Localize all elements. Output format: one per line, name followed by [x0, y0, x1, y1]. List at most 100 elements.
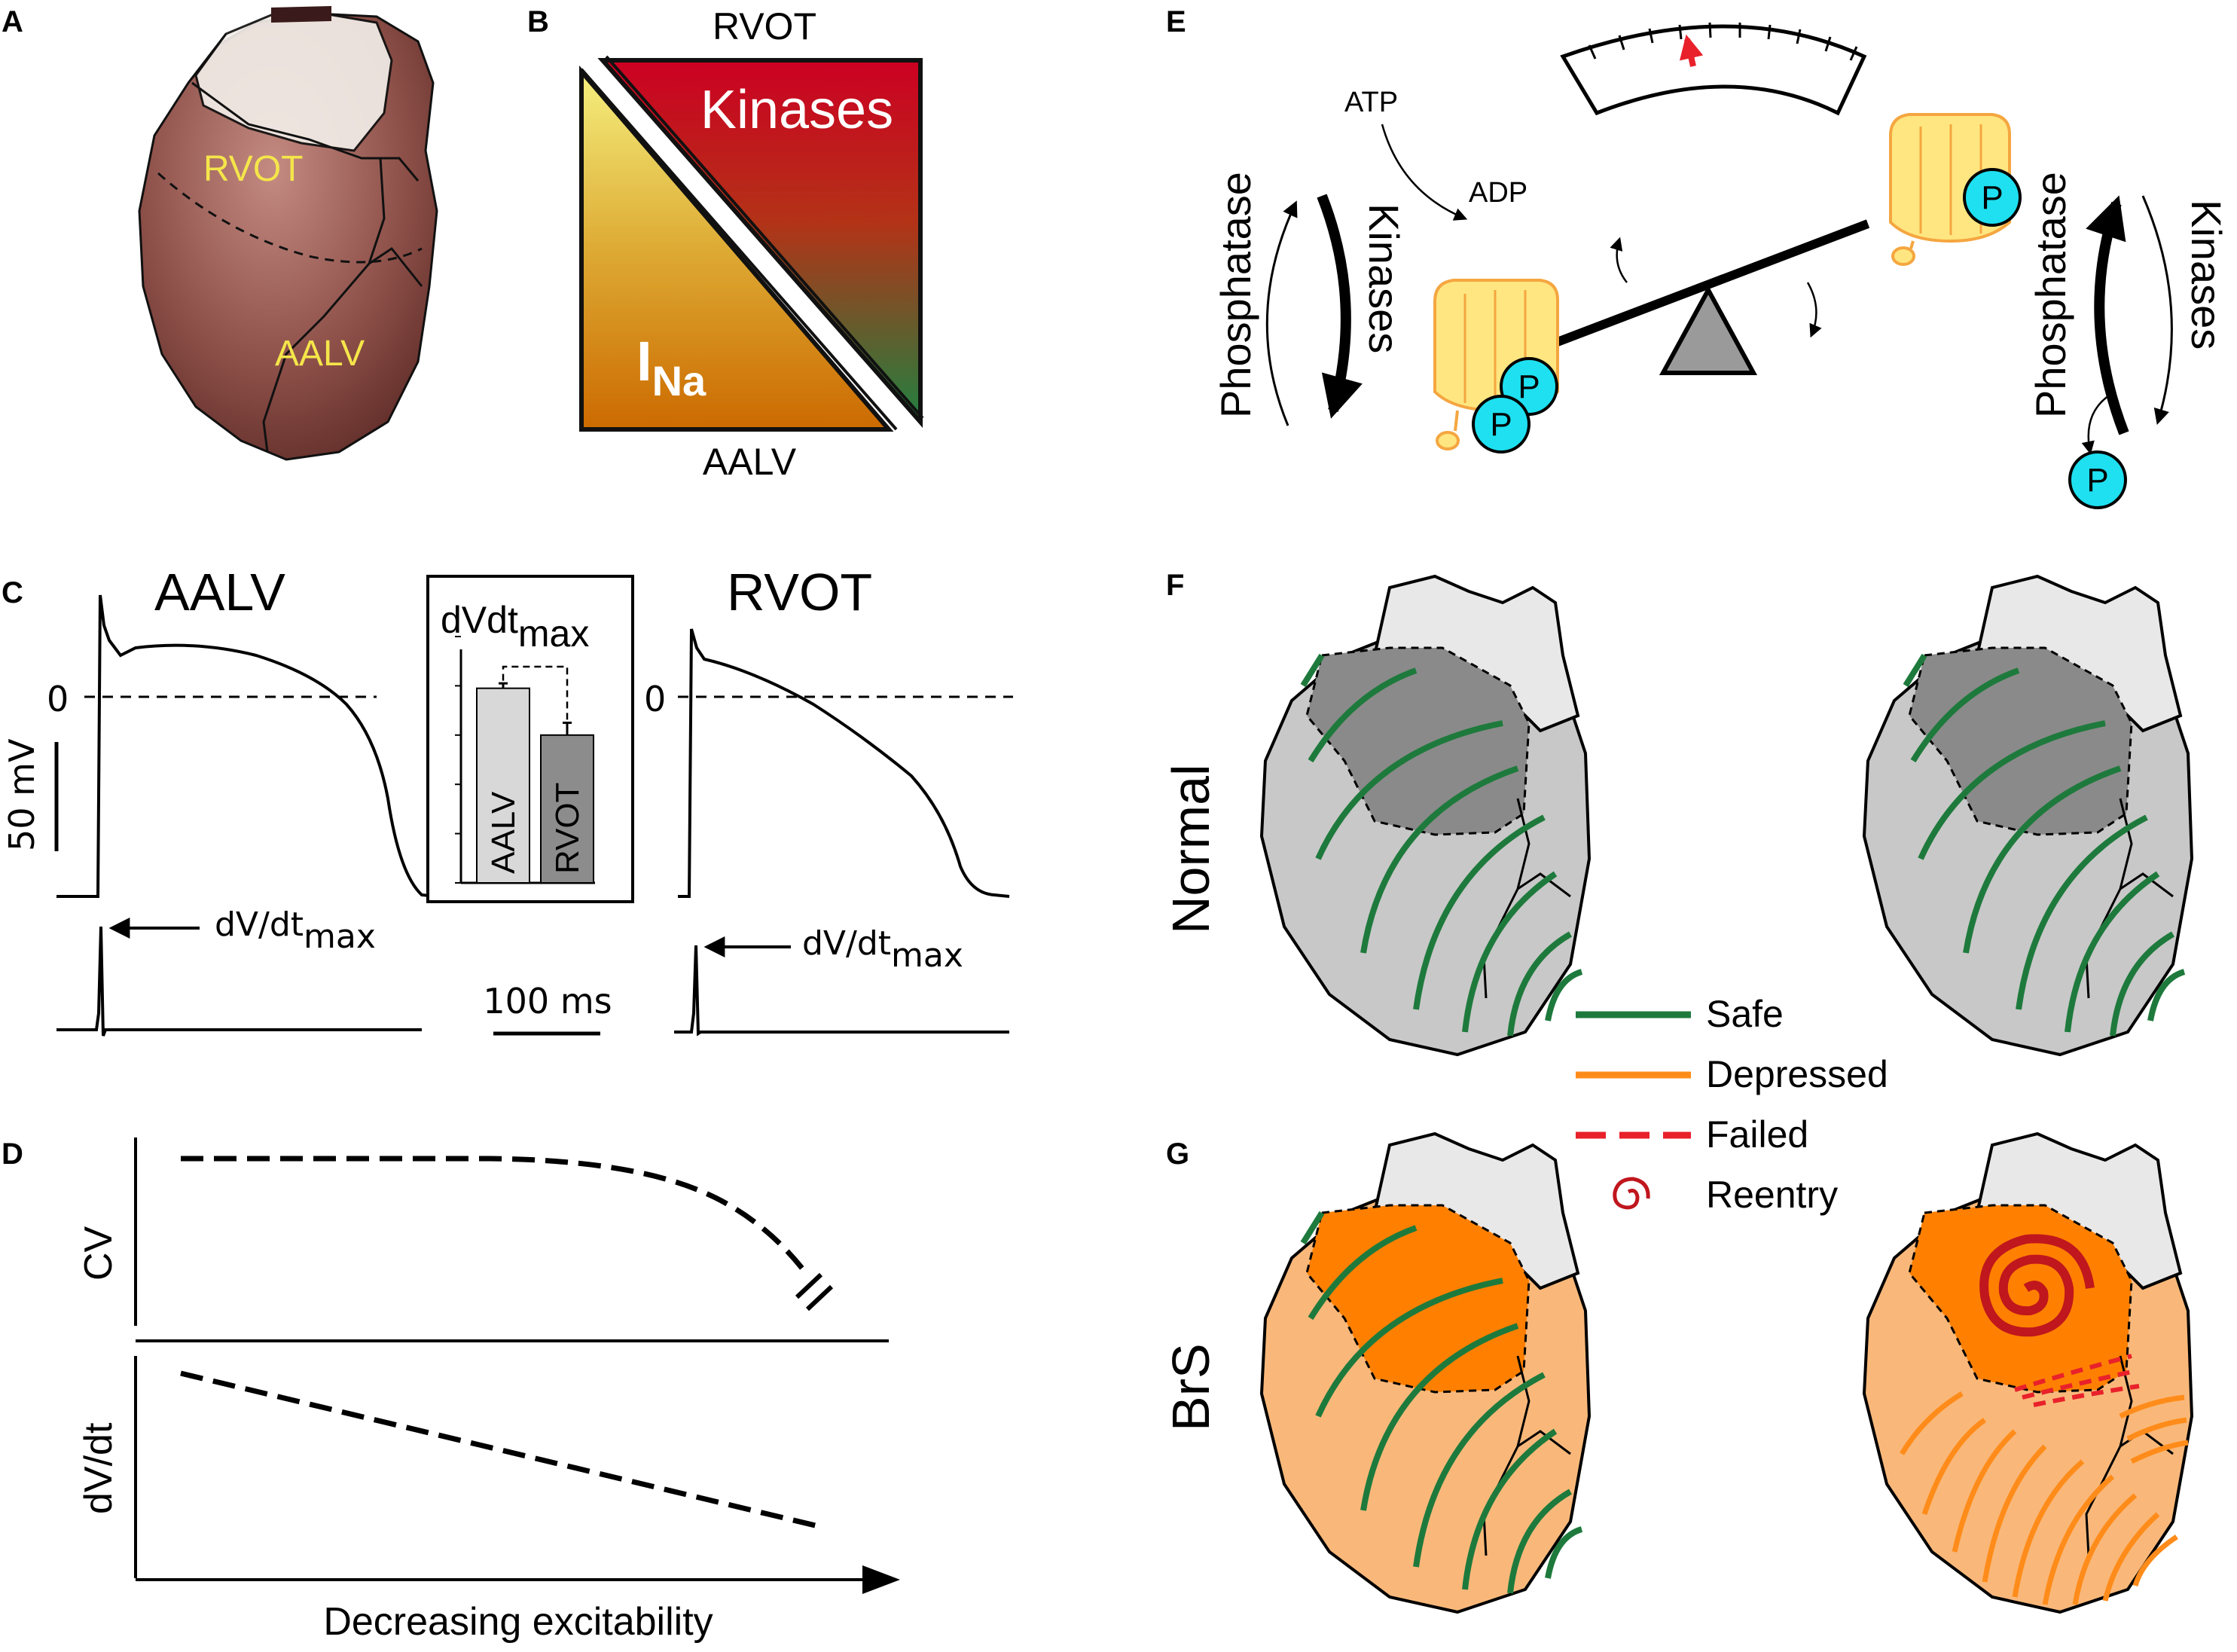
rvot-dvdt-text: dV/dt: [802, 924, 891, 963]
aalv-action-potential: [56, 594, 438, 898]
panel-g: G BrS: [1161, 1131, 2194, 1614]
atp-label: ATP: [1344, 87, 1398, 118]
panel-b-diagonal: [580, 68, 898, 431]
panel-a: A RVOT AALV: [2, 5, 438, 461]
right-kinases-arrow: [2141, 195, 2173, 426]
legend-swatch-reentry: [1613, 1177, 1650, 1210]
panel-g-letter: G: [1166, 1137, 1189, 1171]
wavefronts-safe: [1300, 653, 1583, 1037]
left-kinases-label: Kinases: [1360, 203, 1408, 353]
panel-c-title-rvot: RVOT: [727, 563, 872, 621]
heart-photo: [138, 6, 438, 461]
dvdt-inset-title: dVdtmax: [441, 599, 589, 655]
left-phosphatase-label: Phosphatase: [1212, 172, 1259, 418]
excitability-arrow-head: [862, 1565, 900, 1594]
seesaw-fulcrum: [1659, 285, 1758, 375]
panel-a-aalv-label: AALV: [275, 334, 365, 374]
cv-curve: [181, 1156, 808, 1275]
aalv-dvdt-trace: [56, 926, 422, 1037]
wavefronts-failed: [2014, 1354, 2140, 1407]
panel-d-letter: D: [2, 1137, 23, 1171]
seesaw-rotation-arrow-left: [1610, 237, 1628, 283]
cv-break-mark-1: [795, 1272, 823, 1299]
reentry-spiral: [1979, 1234, 2095, 1337]
left-p1: P: [1518, 368, 1540, 405]
inset-bar-rvot: [540, 734, 594, 884]
right-phosphatase-arrow: [2086, 195, 2129, 435]
inset-bar-aalv: [476, 687, 530, 884]
dvdt-inset-title-text: dVdt: [441, 599, 518, 641]
gauge-ticks: [1588, 22, 1858, 61]
panel-b-ina-main: I: [636, 330, 652, 392]
aalv-dvdt-label: dV/dtmax: [215, 905, 376, 956]
wavefronts-depressed: [1899, 1391, 2189, 1605]
aalv-zero-label: 0: [47, 679, 69, 719]
rvot-zero-label: 0: [644, 679, 666, 719]
legend-label-depressed: Depressed: [1706, 1053, 1888, 1095]
panel-b-kinases-label: Kinases: [700, 80, 893, 140]
channel-left-phosphorylated: P P: [1433, 279, 1559, 453]
panel-g-row-label: BrS: [1161, 1343, 1220, 1431]
heart-brs-right: [1862, 1131, 2194, 1614]
right-p: P: [1981, 179, 2003, 216]
seesaw-rotation-arrow-right: [1806, 282, 1822, 338]
panel-b-ina-triangle: [579, 65, 894, 432]
right-kinases-label: Kinases: [2183, 200, 2230, 350]
adp-label: ADP: [1469, 177, 1527, 209]
rvot-action-potential: [678, 628, 1010, 898]
aalv-dvdt-sub: max: [304, 918, 376, 956]
cv-break-mark-2: [805, 1284, 834, 1312]
rvot-dvdt-label: dV/dtmax: [802, 924, 963, 975]
free-p: P: [2086, 462, 2108, 499]
time-scale-label: 100 ms: [483, 981, 612, 1021]
inset-significance-bracket: [502, 665, 569, 720]
released-phosphate-arrow: [2081, 394, 2110, 455]
panel-c: C AALV RVOT 0 50 mV dV/dtmax 100 ms dVdt…: [2, 563, 1013, 1037]
heart-normal-left: [1259, 574, 1592, 1057]
legend-label-reentry: Reentry: [1706, 1174, 1838, 1216]
panel-b-top-label: RVOT: [713, 5, 816, 47]
rvot-dvdt-trace: [674, 945, 1009, 1037]
free-phosphate: [2068, 450, 2127, 509]
panel-f: F Normal: [1161, 569, 2194, 1057]
excitability-axis-label: Decreasing excitability: [323, 1600, 713, 1644]
panel-b-bottom-label: AALV: [703, 441, 797, 483]
panel-e: E ATP ADP Phosphatase Kinases: [1166, 5, 2230, 509]
right-phosphatase-label: Phosphatase: [2027, 172, 2074, 418]
panel-b: B RVOT Kinases INa AALV: [527, 5, 924, 483]
atp-adp-arrow: [1381, 124, 1468, 221]
panel-b-kinases-triangle: [597, 58, 923, 428]
left-p2: P: [1490, 406, 1512, 443]
voltage-scale-label: 50 mV: [2, 738, 42, 851]
gauge-needle: [1679, 34, 1704, 67]
panel-b-letter: B: [527, 5, 549, 38]
legend-label-failed: Failed: [1706, 1113, 1808, 1156]
channel-right-phosphorylated: P: [1889, 113, 2022, 266]
panel-e-letter: E: [1166, 5, 1186, 38]
panel-f-letter: F: [1166, 569, 1184, 602]
panel-a-rvot-label: RVOT: [203, 149, 303, 189]
panel-c-letter: C: [2, 576, 23, 609]
aalv-dvdt-text: dV/dt: [215, 905, 304, 944]
rvot-dvdt-sub: max: [891, 936, 963, 975]
panel-b-ina-label: INa: [636, 330, 707, 405]
panel-b-ina-sub: Na: [652, 357, 707, 405]
inset-bar-label: RVOT: [549, 783, 586, 874]
balance-gauge: [1560, 24, 1867, 116]
legend-label-safe: Safe: [1706, 993, 1784, 1035]
dvdt-axis-label: dV/dt: [77, 1422, 121, 1514]
left-kinases-arrow: [1317, 194, 1363, 419]
heart-brs-left: [1259, 1131, 1592, 1614]
cv-axis-label: CV: [77, 1226, 121, 1281]
panel-c-title-aalv: AALV: [154, 563, 285, 621]
dvdt-inset-title-sub: max: [518, 612, 589, 655]
left-phosphatase-arrow: [1265, 200, 1298, 426]
panel-d: D CV dV/dt Decreasing excitability: [2, 1137, 900, 1644]
panel-f-row-label: Normal: [1161, 764, 1220, 934]
heart-normal-right: [1862, 574, 2194, 1057]
panel-a-letter: A: [2, 5, 23, 38]
dvdt-decline-line: [180, 1370, 826, 1531]
